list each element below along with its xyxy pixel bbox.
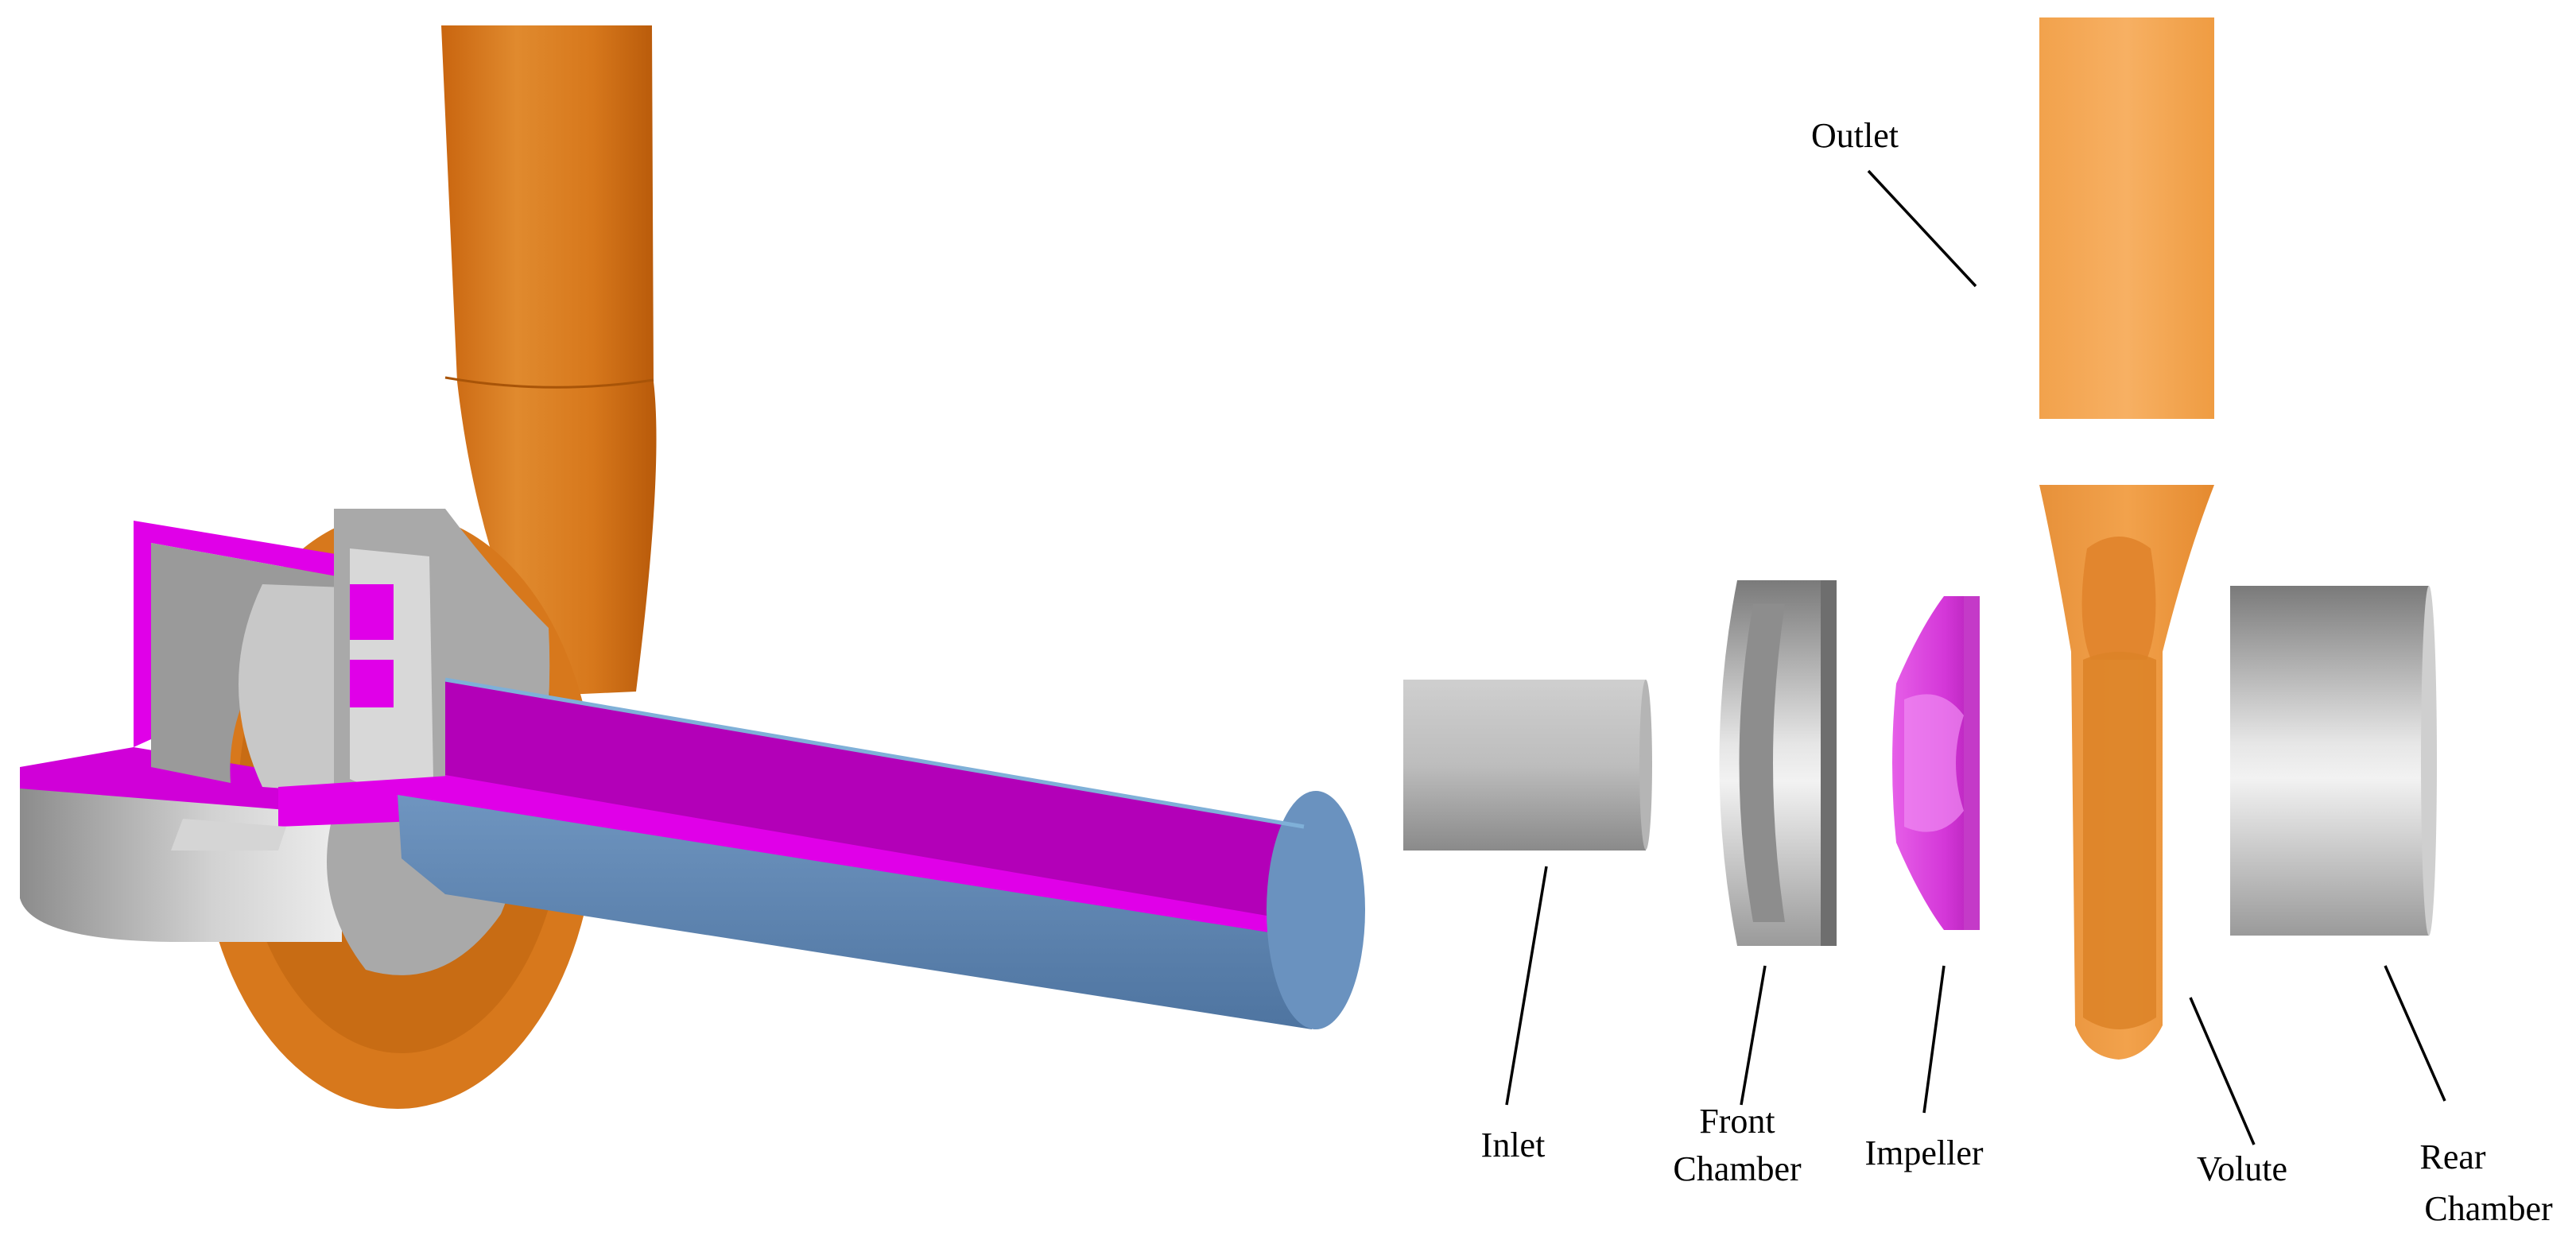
rear-chamber-label-line1: Rear <box>2419 1137 2485 1176</box>
assembly-inlet-wall-top <box>134 521 350 747</box>
outlet-component <box>2039 17 2214 419</box>
assembly-inlet-pipe-end <box>1267 791 1365 1029</box>
front-chamber-label-line1: Front <box>1699 1102 1775 1141</box>
rear-chamber-component <box>2230 586 2437 936</box>
rear-chamber-label-line2: Chamber <box>2424 1189 2553 1228</box>
assembly-rear-casing <box>20 775 342 942</box>
inlet-leader-line <box>1505 866 1548 1106</box>
front-chamber-component <box>1719 580 1837 946</box>
impeller-label: Impeller <box>1864 1133 1983 1172</box>
volute-label: Volute <box>2197 1149 2287 1188</box>
impeller-component <box>1892 596 1980 930</box>
inlet-label: Inlet <box>1481 1126 1546 1164</box>
assembled-pump-cutaway <box>20 25 1365 1109</box>
rear-chamber-leader-line <box>2384 965 2446 1102</box>
assembly-inlet-pipe-body <box>398 795 1312 1029</box>
impeller-leader-line <box>1922 965 1946 1114</box>
assembly-inlet-pipe-cut <box>445 680 1304 938</box>
assembly-outlet-pipe <box>441 25 657 696</box>
outlet-label: Outlet <box>1811 116 1899 155</box>
outlet-leader-line <box>1867 169 1977 288</box>
inlet-component <box>1403 680 1652 851</box>
front-chamber-label-line2: Chamber <box>1673 1149 1802 1188</box>
volute-leader-line <box>2189 997 2256 1145</box>
front-chamber-leader-line <box>1740 965 1767 1106</box>
